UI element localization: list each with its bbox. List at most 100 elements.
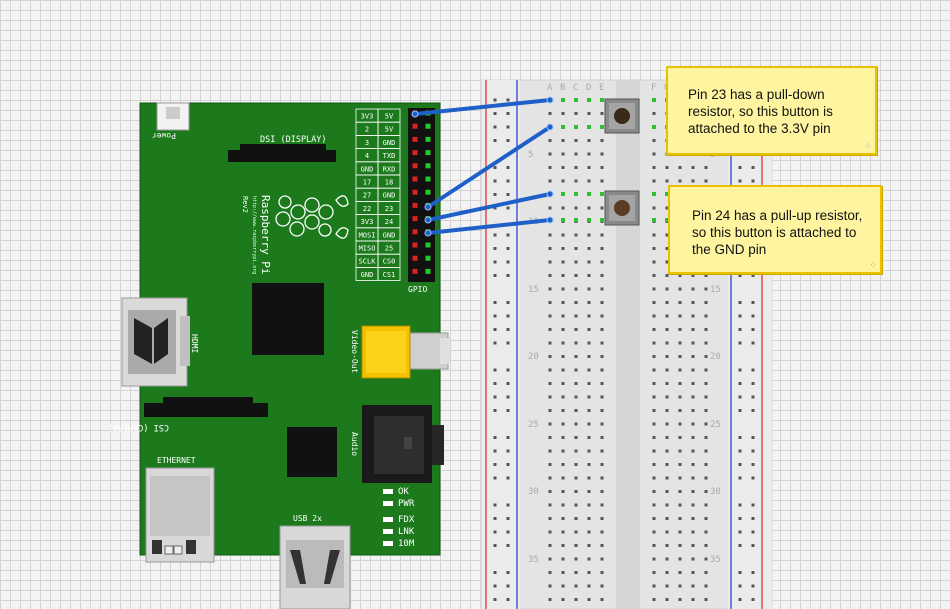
gpio-header [408,108,435,282]
gpio-pin-label: GND [361,165,374,173]
gpio-pin[interactable] [425,255,431,261]
gpio-pin[interactable] [425,136,431,142]
column-letter: B [560,83,565,93]
gpio-pin[interactable] [425,242,431,248]
status-led-label: FDX [398,515,415,525]
note-pull-up-text: Pin 24 has a pull-up resistor, so this b… [692,208,863,257]
gpio-pin[interactable] [425,268,431,274]
resize-grip-icon[interactable]: ⁘ [864,141,872,151]
gpio-pin[interactable] [412,229,418,235]
push-button-1[interactable] [604,98,640,134]
status-led-label: PWR [398,499,415,509]
soc-chip [252,283,324,355]
csi-connector [144,397,268,417]
gpio-pin[interactable] [412,136,418,142]
audio-jack [362,405,444,483]
row-number: 20 [710,352,721,362]
gpio-pin-label: 2 [365,126,369,134]
row-number: 30 [710,487,721,497]
gpio-pin[interactable] [412,123,418,129]
gpio-pin-label: GND [383,231,396,239]
note-pull-down[interactable]: Pin 23 has a pull-down resistor, so this… [666,66,877,155]
gpio-pin-label: MOSI [359,231,376,239]
gpio-pin-label: 4 [365,152,369,160]
gpio-pin[interactable] [425,150,431,156]
note-pull-down-text: Pin 23 has a pull-down resistor, so this… [688,87,833,136]
raspberry-pi-board[interactable]: Power DSI (DISPLAY) Raspberry Pi http://… [108,102,450,609]
raspberry-logo-icon [275,195,349,239]
csi-label: CSI (CAMERA) [108,422,169,432]
svg-text:http://www.raspberrypi.org: http://www.raspberrypi.org [251,196,257,274]
row-number: 35 [710,555,721,565]
column-letter: F [651,83,656,93]
column-letter: C [573,83,578,93]
brand-text: Raspberry Pi http://www.raspberrypi.org … [241,195,272,274]
gpio-pin-label: GND [383,139,396,147]
gpio-pin-label: 24 [385,218,393,226]
gpio-pin-label: GND [383,192,396,200]
dsi-connector [228,144,336,162]
gpio-pin[interactable] [425,123,431,129]
row-number: 20 [528,352,539,362]
audio-label: Audio [350,432,359,456]
push-button-2[interactable] [604,190,640,226]
row-number: 30 [528,487,539,497]
row-number: 25 [528,420,539,430]
gpio-pin-label: 3V3 [361,218,374,226]
gpio-pin-label: 3V3 [361,113,374,121]
gpio-pin[interactable] [412,216,418,222]
resize-grip-icon[interactable]: ⁘ [869,260,877,270]
gpio-pin[interactable] [412,202,418,208]
video-out-label: Video-Out [350,330,359,374]
wire-gpio24[interactable] [426,192,552,222]
ethernet-port [145,467,215,563]
status-led [383,517,393,522]
row-number: 35 [528,555,539,565]
status-led [383,541,393,546]
gpio-pin[interactable] [425,176,431,182]
gpio-pin[interactable] [412,242,418,248]
gpio-pin-label: 18 [385,179,393,187]
row-number: 5 [710,150,715,160]
breadboard: ABCDEFG 5101520253035 5101520253035 [481,79,773,609]
row-number: 15 [528,285,539,295]
gpio-pin[interactable] [412,189,418,195]
wire-endpoints [411,96,554,237]
dsi-label: DSI (DISPLAY) [260,135,327,145]
hdmi-port [121,297,190,387]
gpio-pin[interactable] [425,189,431,195]
gpio-pin[interactable] [412,176,418,182]
gpio-pin-label: 27 [363,192,371,200]
video-out-jack [361,325,450,379]
gpio-pin-label: CS0 [383,258,396,266]
svg-text:Rev2: Rev2 [241,196,249,213]
power-label: Power [152,131,176,140]
center-channel [616,80,640,609]
wire-3v3[interactable] [413,98,552,116]
gpio-pin-label: TXD [383,152,396,160]
gpio-pin[interactable] [412,255,418,261]
row-number: 15 [710,285,721,295]
status-led [383,529,393,534]
gpio-pin-label: 5V [385,126,394,134]
status-led [383,489,393,494]
gpio-pin[interactable] [425,163,431,169]
wire-gpio23[interactable] [426,125,552,209]
gpio-pin[interactable] [412,163,418,169]
gpio-pin[interactable] [412,150,418,156]
wire-gnd[interactable] [426,218,552,235]
gpio-pin-label: 3 [365,139,369,147]
power-connector [156,102,190,131]
note-pull-up[interactable]: Pin 24 has a pull-up resistor, so this b… [668,185,882,274]
gpio-pin-label: 25 [385,245,393,253]
usb-port [279,525,351,609]
svg-text:Raspberry Pi: Raspberry Pi [259,195,272,274]
column-letter: D [586,83,591,93]
gpio-pin-label: MISO [359,245,376,253]
wires [413,98,552,235]
gpio-pin-label: 17 [363,179,371,187]
gpio-pin[interactable] [412,268,418,274]
